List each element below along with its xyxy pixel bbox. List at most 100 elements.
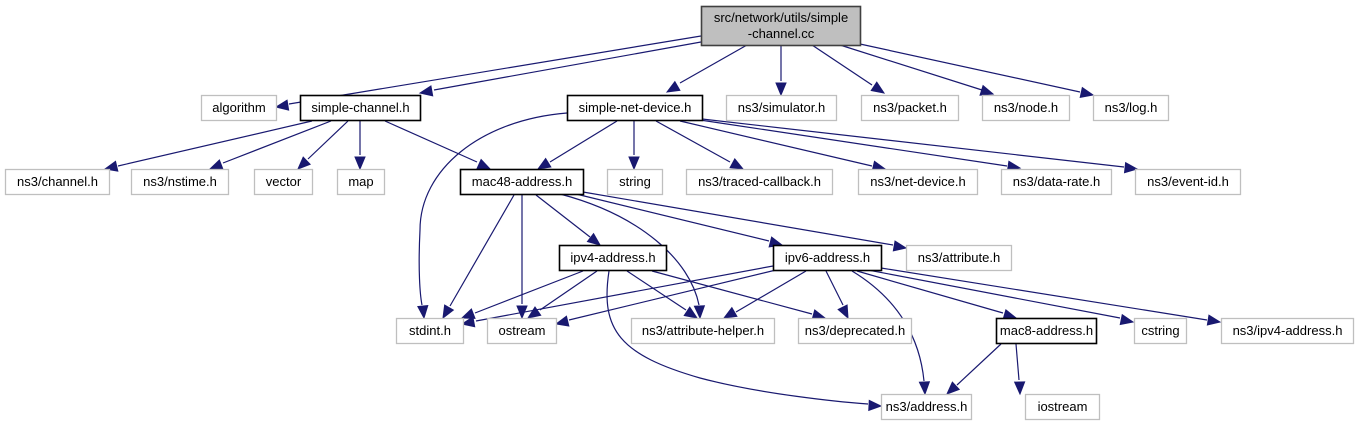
node-ostream: ostream — [486, 317, 558, 345]
node-ns3-simulator-h: ns3/simulator.h — [725, 94, 838, 122]
edge-line — [651, 270, 813, 315]
node-box — [857, 168, 979, 196]
edge-line — [117, 120, 313, 167]
edge-line — [1015, 343, 1020, 381]
node-label: -channel.cc — [748, 26, 815, 41]
node-root[interactable]: src/network/utils/simple-channel.cc — [700, 5, 862, 47]
arrowhead-icon — [103, 160, 119, 172]
arrowhead-icon — [1123, 161, 1139, 174]
nodes-layer: src/network/utils/simple-channel.cc algor… — [4, 5, 1355, 421]
node-ns3-ipv4-address-h: ns3/ipv4-address.h — [1220, 317, 1355, 345]
edge-line — [559, 193, 700, 306]
edge-root-to-ns3-log-h — [859, 43, 1095, 99]
node-ns3-attribute-helper-h: ns3/attribute-helper.h — [630, 317, 776, 345]
node-ns3-data-rate-h: ns3/data-rate.h — [1000, 168, 1113, 196]
edge-simple-net-device-h-to-string — [628, 121, 640, 171]
arrowhead-icon — [460, 316, 476, 328]
arrowhead-icon — [418, 85, 434, 97]
node-simple-net-device-h[interactable]: simple-net-device.h — [566, 94, 704, 122]
node-ns3-nstime-h: ns3/nstime.h — [130, 168, 230, 196]
node-box — [336, 168, 386, 196]
arrowhead-icon — [892, 240, 908, 252]
edge-line — [956, 343, 1002, 386]
edge-mac48-address-h-to-ns3-attribute-h — [582, 191, 908, 252]
node-label: ns3/deprecated.h — [805, 323, 905, 338]
node-algorithm: algorithm — [200, 94, 278, 122]
node-ns3-net-device-h: ns3/net-device.h — [857, 168, 979, 196]
arrowhead-icon — [476, 158, 492, 170]
node-label: ns3/attribute.h — [918, 250, 1000, 265]
arrowhead-icon — [729, 158, 745, 170]
node-box — [1220, 317, 1355, 345]
edge-line — [433, 41, 702, 91]
node-label: ns3/node.h — [994, 100, 1058, 115]
node-label: map — [348, 174, 373, 189]
edge-ipv4-address-h-to-ostream — [526, 270, 598, 319]
arrowhead-icon — [775, 82, 787, 97]
edge-root-to-algorithm — [274, 35, 702, 111]
node-simple-channel-h[interactable]: simple-channel.h — [299, 94, 422, 122]
edge-line — [626, 270, 687, 311]
arrowhead-icon — [918, 381, 931, 396]
arrowhead-icon — [868, 399, 883, 412]
arrowhead-icon — [417, 304, 429, 320]
edge-simple-channel-h-to-map — [354, 121, 366, 171]
arrowhead-icon — [979, 84, 995, 96]
node-box — [700, 5, 862, 47]
arrowhead-icon — [1119, 313, 1135, 326]
edge-line — [735, 270, 807, 313]
node-label: ns3/log.h — [1105, 100, 1158, 115]
edges-layer — [103, 35, 1222, 412]
node-vector: vector — [253, 168, 314, 196]
edge-line — [856, 270, 1004, 314]
edge-line — [418, 112, 568, 306]
node-box — [981, 94, 1071, 122]
node-box — [905, 244, 1013, 272]
node-box — [685, 168, 834, 196]
node-ns3-channel-h: ns3/channel.h — [4, 168, 111, 196]
node-label: ns3/address.h — [886, 399, 968, 414]
node-iostream: iostream — [1024, 393, 1101, 421]
edge-line — [549, 120, 618, 163]
arrowhead-icon — [722, 306, 738, 319]
node-box — [772, 244, 883, 272]
node-label: simple-channel.h — [311, 100, 409, 115]
node-label: iostream — [1038, 399, 1088, 414]
edge-mac48-address-h-to-stdint-h — [442, 194, 515, 320]
edge-line — [575, 193, 770, 242]
node-stdint-h: stdint.h — [395, 317, 465, 345]
node-label: ns3/channel.h — [17, 174, 98, 189]
node-mac48-address-h[interactable]: mac48-address.h — [459, 168, 585, 196]
node-label: mac48-address.h — [472, 174, 572, 189]
node-box — [1134, 168, 1242, 196]
edge-ipv6-address-h-to-ns3-ipv4-address-h — [880, 267, 1222, 326]
node-box — [486, 317, 558, 345]
edge-ipv4-address-h-to-ns3-attribute-helper-h — [626, 270, 699, 319]
edge-root-to-ns3-node-h — [839, 44, 995, 96]
node-box — [299, 94, 422, 122]
node-label: ns3/net-device.h — [870, 174, 965, 189]
edge-simple-net-device-h-to-ns3-event-id-h — [701, 118, 1139, 174]
node-box — [459, 168, 585, 196]
node-box — [630, 317, 776, 345]
node-box — [253, 168, 314, 196]
node-box — [558, 244, 668, 272]
edge-root-to-simple-channel-h — [418, 41, 702, 97]
arrowhead-icon — [442, 304, 455, 320]
arrowhead-icon — [554, 315, 570, 327]
edge-root-to-ns3-packet-h — [811, 44, 886, 94]
edge-mac48-address-h-to-ns3-attribute-helper-h — [559, 193, 706, 320]
node-label: ns3/event-id.h — [1147, 174, 1229, 189]
edge-ipv6-address-h-to-cstring — [867, 269, 1135, 326]
node-ipv6-address-h[interactable]: ipv6-address.h — [772, 244, 883, 272]
node-ipv4-address-h[interactable]: ipv4-address.h — [558, 244, 668, 272]
arrowhead-icon — [693, 305, 706, 320]
arrowhead-icon — [460, 308, 476, 319]
edge-simple-channel-h-to-ns3-nstime-h — [208, 120, 332, 170]
edge-mac48-address-h-to-ipv4-address-h — [535, 194, 602, 246]
node-mac8-address-h[interactable]: mac8-address.h — [995, 317, 1098, 345]
node-label: ipv4-address.h — [570, 250, 655, 265]
node-label: src/network/utils/simple — [714, 10, 848, 25]
edge-line — [701, 118, 1125, 168]
